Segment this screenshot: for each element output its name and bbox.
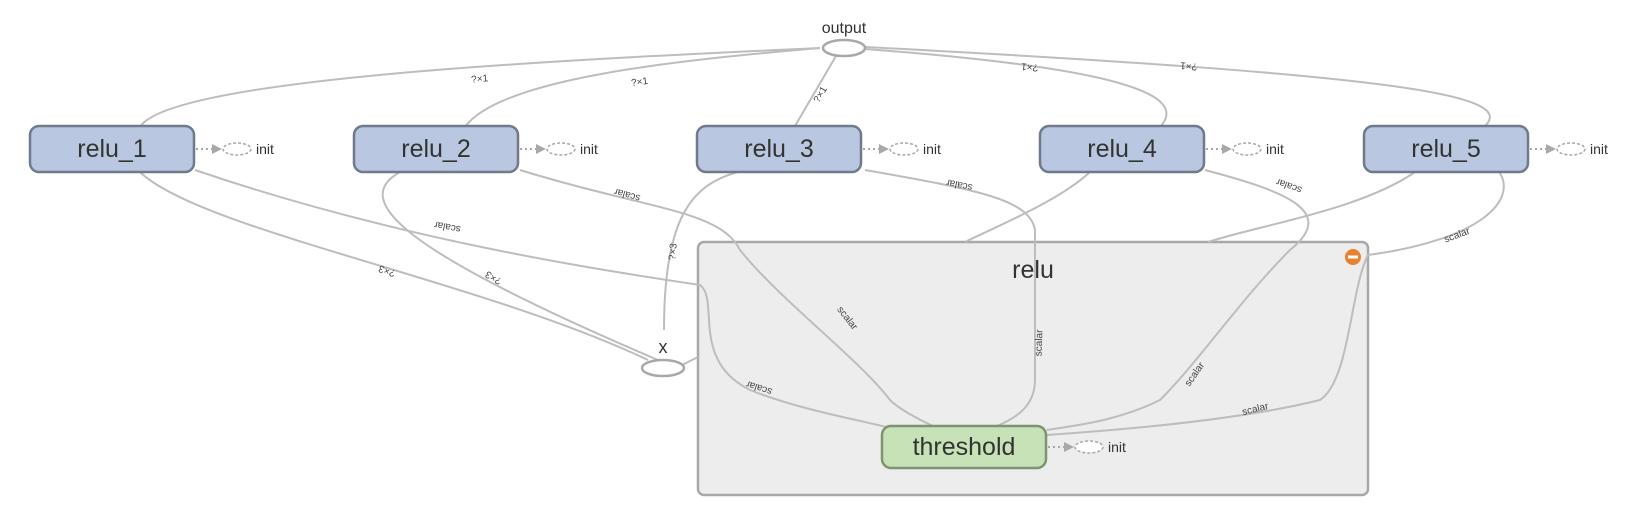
edge-relu4-output (864, 48, 1168, 128)
init-label: init (256, 141, 274, 157)
edge-label-relu2-x: ?×3 (483, 268, 504, 286)
edge-label-relu5-threshold: scalar (1443, 226, 1472, 246)
x-label: x (659, 337, 668, 357)
edge-relu5-group (1207, 171, 1416, 243)
edge-relu3-threshold (864, 169, 1036, 428)
edge-label-relu5-output: ?×1 (1179, 59, 1197, 71)
output-node[interactable] (821, 38, 867, 58)
minus-circle-icon[interactable] (1345, 249, 1361, 265)
edge-relu2-threshold (519, 169, 936, 428)
relu-node-1[interactable]: relu_1 (28, 124, 196, 174)
edge-x-group (681, 356, 699, 366)
relu-node-label: relu_3 (744, 135, 814, 163)
init-label: init (580, 141, 598, 157)
init-label: init (1590, 141, 1608, 157)
init-label: init (1108, 439, 1126, 455)
edge-relu3-x (663, 171, 739, 331)
edge-label-relu1-output: ?×1 (471, 73, 489, 86)
init-connector-2[interactable]: init (520, 141, 598, 157)
edge-label-relu3-threshold-inner: scalar (1034, 329, 1046, 357)
relu-node-label: relu_2 (401, 135, 471, 163)
edge-label-relu2-threshold: scalar (612, 185, 641, 203)
threshold-label: threshold (913, 433, 1016, 461)
edge-label-relu2-output: ?×1 (630, 76, 649, 89)
edge-relu1-threshold (194, 169, 891, 429)
output-label: output (822, 20, 867, 37)
init-connector-threshold[interactable]: init (1048, 439, 1126, 455)
edge-relu4-threshold (1046, 169, 1310, 431)
edge-label-relu1-x: ?×3 (377, 262, 397, 278)
relu-group-title: relu (1012, 256, 1054, 284)
edge-relu1-x (139, 171, 649, 361)
edge-relu2-output (464, 47, 821, 128)
edge-relu1-output (139, 47, 821, 128)
relu-node-label: relu_5 (1411, 135, 1481, 163)
threshold-node[interactable]: threshold (880, 424, 1048, 470)
edge-relu2-x (381, 171, 659, 361)
relu-node-label: relu_4 (1087, 135, 1157, 163)
init-connector-4[interactable]: init (1206, 141, 1284, 157)
relu-node-5[interactable]: relu_5 (1362, 124, 1530, 174)
edge-relu3-output (794, 55, 837, 127)
relu-node-2[interactable]: relu_2 (352, 124, 520, 174)
init-connector-1[interactable]: init (196, 141, 274, 157)
edge-label-relu3-output: ?×1 (812, 84, 830, 105)
init-connector-3[interactable]: init (863, 141, 941, 157)
init-label: init (923, 141, 941, 157)
edge-label-relu4-output: ?×1 (1020, 60, 1038, 73)
edge-label-relu3-x: ?×3 (667, 242, 679, 260)
edge-label-relu1-threshold: scalar (433, 218, 462, 234)
relu-group-box[interactable] (696, 240, 1370, 497)
relu-node-4[interactable]: relu_4 (1038, 124, 1206, 174)
relu-node-3[interactable]: relu_3 (695, 124, 863, 174)
init-label: init (1266, 141, 1284, 157)
edge-relu5-output (864, 46, 1491, 128)
relu-node-label: relu_1 (77, 135, 147, 163)
edge-label-relu4-threshold: scalar (1274, 175, 1303, 195)
edge-relu4-group (964, 171, 1091, 243)
edge-label-relu3-threshold: scalar (945, 176, 974, 192)
x-node[interactable] (640, 358, 686, 378)
init-connector-5[interactable]: init (1530, 141, 1608, 157)
edge-relu5-threshold (1046, 169, 1505, 436)
